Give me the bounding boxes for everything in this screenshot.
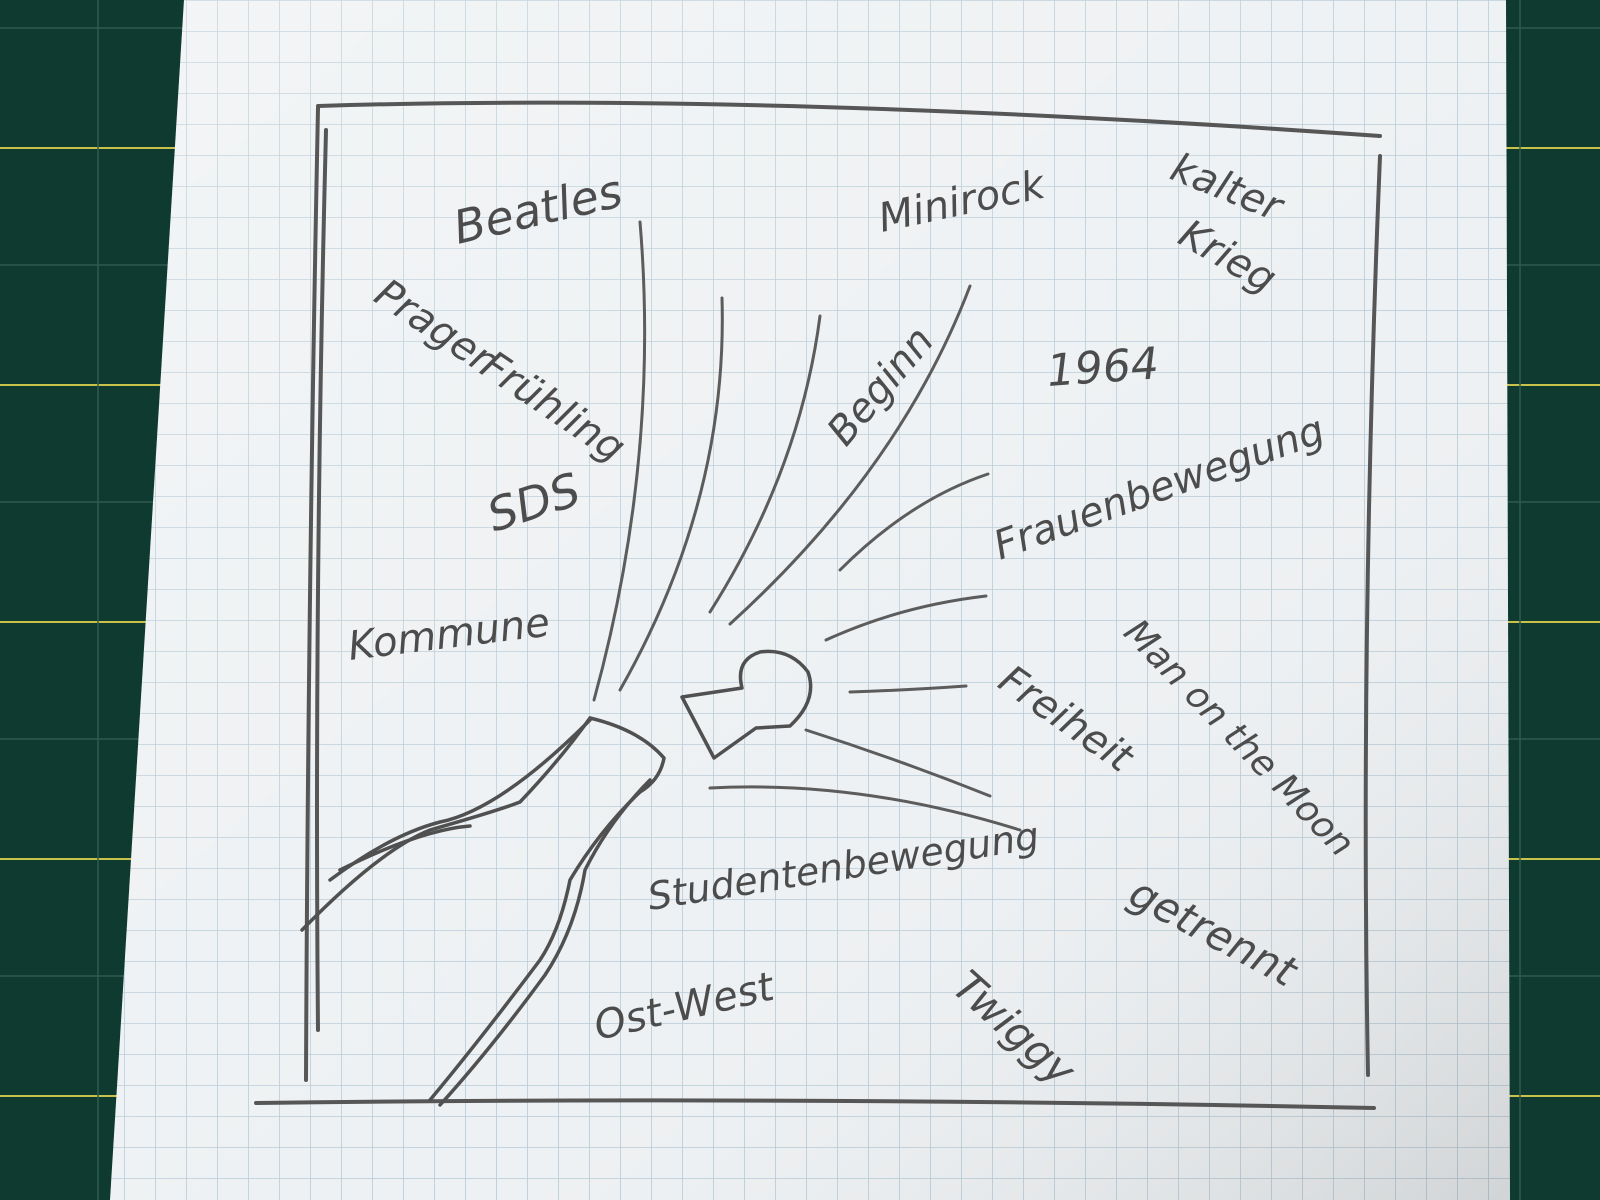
paper-sheet bbox=[110, 0, 1510, 1200]
label-year: 1964 bbox=[1045, 338, 1160, 397]
